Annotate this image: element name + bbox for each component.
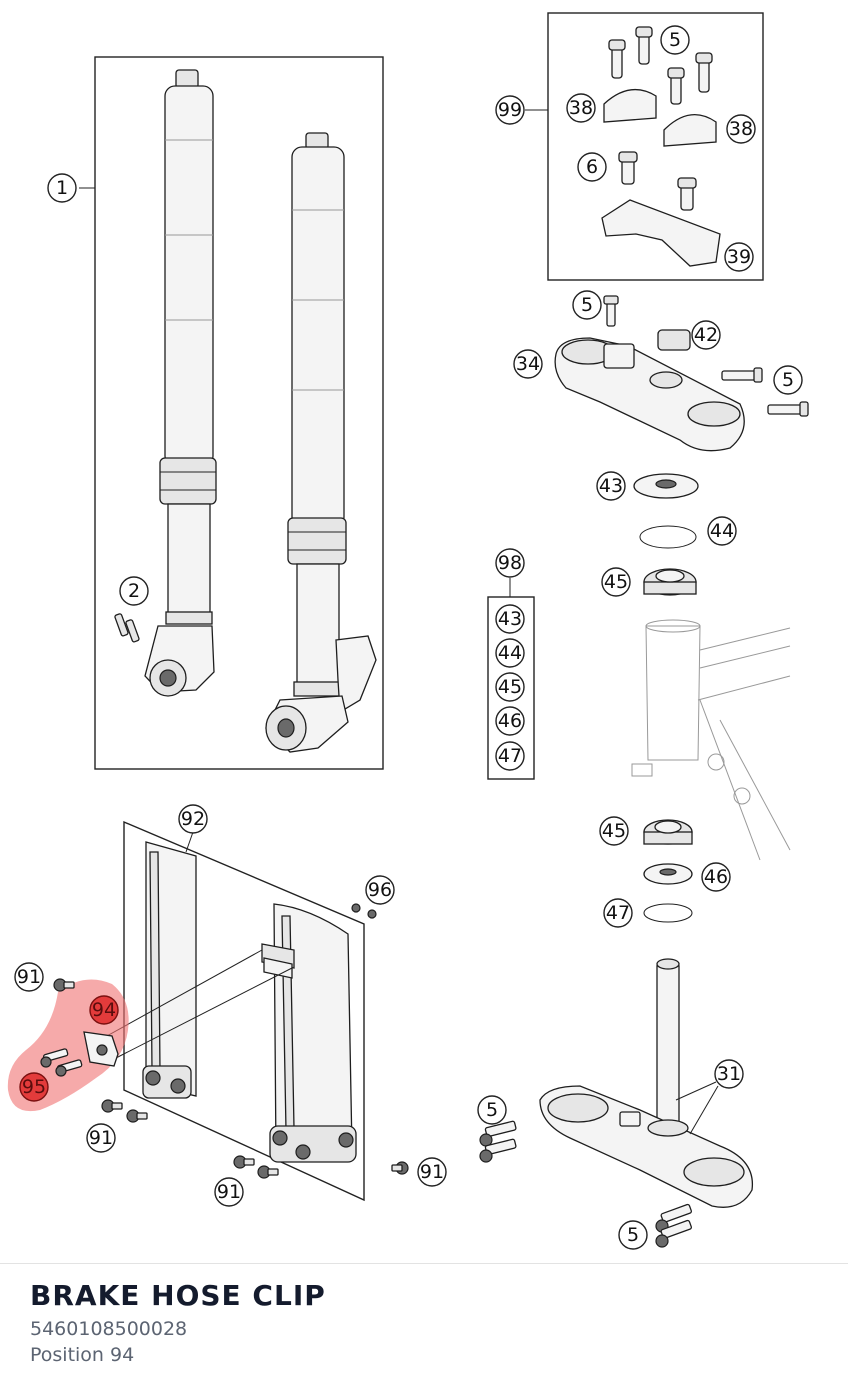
svg-text:43: 43 <box>599 475 623 497</box>
svg-text:94: 94 <box>92 999 116 1021</box>
kit-98-item-47[interactable]: 47 <box>495 741 525 771</box>
callout-91-right[interactable]: 91 <box>417 1157 447 1187</box>
callout-91-bottom[interactable]: 91 <box>214 1177 244 1207</box>
upper-triple-clamp[interactable] <box>554 295 809 452</box>
svg-text:38: 38 <box>729 118 753 140</box>
callout-95[interactable]: 95 <box>19 1072 49 1102</box>
svg-text:45: 45 <box>498 676 522 698</box>
part-title: BRAKE HOSE CLIP <box>30 1279 326 1312</box>
svg-text:47: 47 <box>498 745 522 767</box>
fork-protector-left[interactable] <box>142 841 197 1099</box>
svg-text:5: 5 <box>627 1224 639 1246</box>
lower-bearing-set[interactable] <box>643 819 693 923</box>
lower-triple-clamp[interactable] <box>539 958 754 1208</box>
fork-protector-right[interactable] <box>269 903 357 1163</box>
kit-98-item-44[interactable]: 44 <box>495 638 525 668</box>
kit-98-item-46[interactable]: 46 <box>495 706 525 736</box>
fork-leg-left[interactable] <box>144 69 217 697</box>
svg-text:6: 6 <box>586 156 598 178</box>
callout-45-lower[interactable]: 45 <box>599 816 629 846</box>
svg-text:92: 92 <box>181 808 205 830</box>
callout-44-upper[interactable]: 44 <box>707 516 737 546</box>
svg-text:38: 38 <box>569 97 593 119</box>
svg-text:42: 42 <box>694 324 718 346</box>
callout-34[interactable]: 34 <box>513 349 543 379</box>
callout-91-left[interactable]: 91 <box>86 1123 116 1153</box>
svg-text:95: 95 <box>22 1076 46 1098</box>
svg-text:34: 34 <box>516 353 540 375</box>
svg-text:1: 1 <box>56 177 68 199</box>
callout-92[interactable]: 92 <box>178 804 208 834</box>
callout-45-upper[interactable]: 45 <box>601 567 631 597</box>
fork-group-frame <box>94 56 384 770</box>
exploded-parts-diagram: 1 2 99 5 38 38 6 39 5 42 34 5 <box>7 12 809 1250</box>
callout-98[interactable]: 98 <box>495 548 525 578</box>
callout-47[interactable]: 47 <box>603 898 633 928</box>
svg-text:98: 98 <box>498 552 522 574</box>
fork-leg-right[interactable] <box>265 132 377 753</box>
svg-text:43: 43 <box>498 608 522 630</box>
hose-guide-block[interactable] <box>261 943 295 979</box>
callout-5-stem[interactable]: 5 <box>572 290 602 320</box>
callout-5-lower-left[interactable]: 5 <box>477 1095 507 1125</box>
svg-text:99: 99 <box>498 99 522 121</box>
callout-42[interactable]: 42 <box>691 320 721 350</box>
screws-item-91[interactable] <box>53 978 409 1179</box>
clamp-kit-frame <box>547 12 764 281</box>
kit-98-item-45[interactable]: 45 <box>495 672 525 702</box>
callout-43-upper[interactable]: 43 <box>596 471 626 501</box>
callout-46[interactable]: 46 <box>701 862 731 892</box>
part-position: Position 94 <box>30 1344 135 1366</box>
svg-text:5: 5 <box>669 29 681 51</box>
callout-5-clamp[interactable]: 5 <box>660 25 690 55</box>
callout-2[interactable]: 2 <box>119 576 149 606</box>
svg-text:45: 45 <box>602 820 626 842</box>
svg-text:45: 45 <box>604 571 628 593</box>
callout-94[interactable]: 94 <box>89 995 119 1025</box>
svg-text:91: 91 <box>89 1127 113 1149</box>
nuts-item-96[interactable] <box>351 903 377 919</box>
svg-text:39: 39 <box>727 246 751 268</box>
svg-text:44: 44 <box>710 520 734 542</box>
callout-91-top[interactable]: 91 <box>14 962 44 992</box>
callout-1[interactable]: 1 <box>47 173 77 203</box>
callout-38-right[interactable]: 38 <box>726 114 756 144</box>
bolts-item-5-left[interactable] <box>479 1120 517 1163</box>
callout-96[interactable]: 96 <box>365 875 395 905</box>
clamp-kit-parts[interactable] <box>601 26 721 267</box>
svg-text:5: 5 <box>782 369 794 391</box>
part-info-panel: BRAKE HOSE CLIP 5460108500028 Position 9… <box>30 1276 820 1368</box>
svg-text:44: 44 <box>498 642 522 664</box>
kit-98-frame <box>487 596 535 780</box>
callout-5-bolts[interactable]: 5 <box>773 365 803 395</box>
callout-38-left[interactable]: 38 <box>566 93 596 123</box>
callout-31[interactable]: 31 <box>714 1059 744 1089</box>
part-number: 5460108500028 <box>30 1318 188 1340</box>
brake-hose-clip[interactable] <box>40 1031 119 1077</box>
svg-text:91: 91 <box>17 966 41 988</box>
bolts-item-5-right[interactable] <box>655 1203 692 1248</box>
callout-6[interactable]: 6 <box>577 152 607 182</box>
screws-item-2[interactable] <box>114 613 140 643</box>
divider <box>0 1263 848 1264</box>
svg-text:46: 46 <box>704 866 728 888</box>
svg-text:46: 46 <box>498 710 522 732</box>
callout-39[interactable]: 39 <box>724 242 754 272</box>
svg-text:2: 2 <box>128 580 140 602</box>
svg-text:96: 96 <box>368 879 392 901</box>
svg-text:5: 5 <box>486 1099 498 1121</box>
frame-head-tube <box>631 619 791 861</box>
callout-99[interactable]: 99 <box>495 95 525 125</box>
callout-5-lower-right[interactable]: 5 <box>618 1220 648 1250</box>
svg-text:47: 47 <box>606 902 630 924</box>
svg-text:31: 31 <box>717 1063 741 1085</box>
kit-98-item-43[interactable]: 43 <box>495 604 525 634</box>
upper-bearing-set[interactable] <box>633 473 699 596</box>
svg-text:91: 91 <box>420 1161 444 1183</box>
svg-text:5: 5 <box>581 294 593 316</box>
svg-text:91: 91 <box>217 1181 241 1203</box>
